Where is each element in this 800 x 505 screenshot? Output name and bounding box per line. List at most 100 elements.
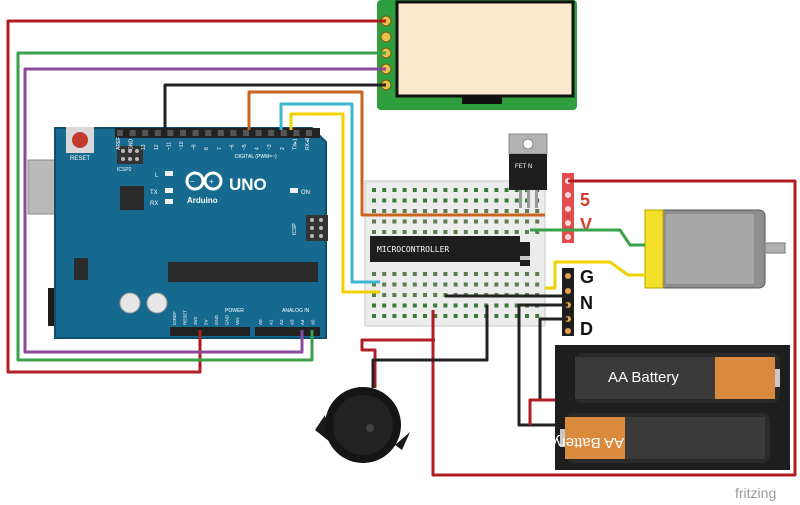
brand-label: Arduino <box>187 196 218 205</box>
breadboard-hole <box>412 303 417 308</box>
digital-pin-socket <box>217 130 224 136</box>
breadboard-hole <box>423 293 427 297</box>
power-label: POWER <box>225 308 244 314</box>
breadboard-hole <box>514 314 519 318</box>
breadboard-hole <box>433 219 438 224</box>
breadboard-hole <box>474 272 478 276</box>
piezo-buzzer <box>315 387 410 463</box>
breadboard-hole <box>372 219 376 224</box>
breadboard-hole <box>412 219 417 224</box>
power-pin-label: 3V3 <box>193 316 198 325</box>
breadboard-hole <box>535 230 540 234</box>
breadboard-hole <box>402 303 407 308</box>
breadboard-hole <box>525 272 529 276</box>
wire-green-motor <box>530 228 645 247</box>
breadboard-hole <box>402 282 407 287</box>
breadboard-hole <box>382 293 387 297</box>
reset-button <box>72 132 88 148</box>
breadboard-hole <box>412 230 417 234</box>
digital-pin-label: RX◂0 <box>305 138 311 150</box>
breadboard-hole <box>494 303 499 308</box>
tx-led <box>165 188 173 193</box>
breadboard-hole <box>535 272 540 276</box>
digital-pin-label: 2 <box>280 147 286 150</box>
breadboard-hole <box>402 230 407 234</box>
wire-yellow-digital <box>289 112 380 294</box>
breadboard-hole <box>504 282 509 287</box>
breadboard-hole <box>535 209 540 213</box>
digital-pin-label: ~6 <box>229 144 235 150</box>
breadboard-hole <box>474 303 478 308</box>
wires <box>6 19 797 477</box>
breadboard-hole <box>453 282 458 287</box>
breadboard-hole <box>443 282 448 287</box>
digital-pin-socket <box>129 130 136 136</box>
breadboard-hole <box>433 230 438 234</box>
breadboard-hole <box>423 282 427 287</box>
breadboard-hole <box>494 188 499 192</box>
breadboard-hole <box>474 230 478 234</box>
breadboard-hole <box>494 230 499 234</box>
l-led <box>165 171 173 176</box>
breadboard-hole <box>423 272 427 276</box>
diode-band <box>520 256 530 260</box>
wire-red-lcd-vcc <box>6 19 386 374</box>
breadboard-hole <box>474 314 478 318</box>
digital-pin-socket <box>154 130 161 136</box>
digital-pin-label: 12 <box>154 144 160 150</box>
breadboard-hole <box>402 209 407 213</box>
breadboard-hole <box>372 198 376 203</box>
analog-header <box>255 327 320 336</box>
breadboard-hole <box>382 314 387 318</box>
breadboard-hole <box>443 314 448 318</box>
analog-pin-label: A1 <box>269 319 274 325</box>
digital-pin-socket <box>255 130 262 136</box>
breadboard-hole <box>504 198 509 203</box>
capacitor-1 <box>119 292 141 314</box>
digital-pin-socket <box>180 130 186 136</box>
breadboard-hole <box>463 188 468 192</box>
breadboard-hole <box>525 282 529 287</box>
wire-purple-lcd-scl <box>23 67 386 354</box>
main-chip <box>168 262 318 282</box>
wire-black-lcd-gnd <box>163 83 386 130</box>
svg-text:+: + <box>209 177 214 186</box>
breadboard-hole <box>463 272 468 276</box>
breadboard-hole <box>443 219 448 224</box>
breadboard-hole <box>514 198 519 203</box>
capacitor-2 <box>146 292 168 314</box>
microcontroller-chip <box>370 236 520 262</box>
analog-pin-label: A2 <box>279 319 284 325</box>
digital-pin-label: 7 <box>217 147 223 150</box>
breadboard-hole <box>484 198 489 203</box>
breadboard-hole <box>443 230 448 234</box>
wire-red-buzzer <box>360 338 435 388</box>
dc-motor <box>644 209 786 289</box>
voltage-regulator <box>74 258 88 280</box>
n-mosfet: FET N <box>508 133 548 208</box>
breadboard-hole <box>412 282 417 287</box>
digital-pin-label: GND <box>129 139 135 151</box>
breadboard-hole <box>392 188 397 192</box>
fritzing-watermark: fritzing <box>735 485 776 501</box>
breadboard-hole <box>402 293 407 297</box>
breadboard-hole <box>443 303 448 308</box>
breadboard-hole <box>463 198 468 203</box>
breadboard-hole <box>382 282 387 287</box>
wire-black-gnd-2 <box>517 303 568 427</box>
breadboard-hole <box>504 230 509 234</box>
breadboard: MICROCONTROLLER <box>364 180 546 327</box>
breadboard-hole <box>433 209 438 213</box>
wire-black-buzzer <box>371 305 489 388</box>
rx-label: RX <box>150 201 158 207</box>
breadboard-holes <box>372 188 540 318</box>
breadboard-hole <box>402 219 407 224</box>
power-pin-label: IOREF <box>172 311 177 325</box>
breadboard-hole <box>402 188 407 192</box>
breadboard-hole <box>514 209 519 213</box>
breadboard-hole <box>412 272 417 276</box>
breadboard-hole <box>463 282 468 287</box>
